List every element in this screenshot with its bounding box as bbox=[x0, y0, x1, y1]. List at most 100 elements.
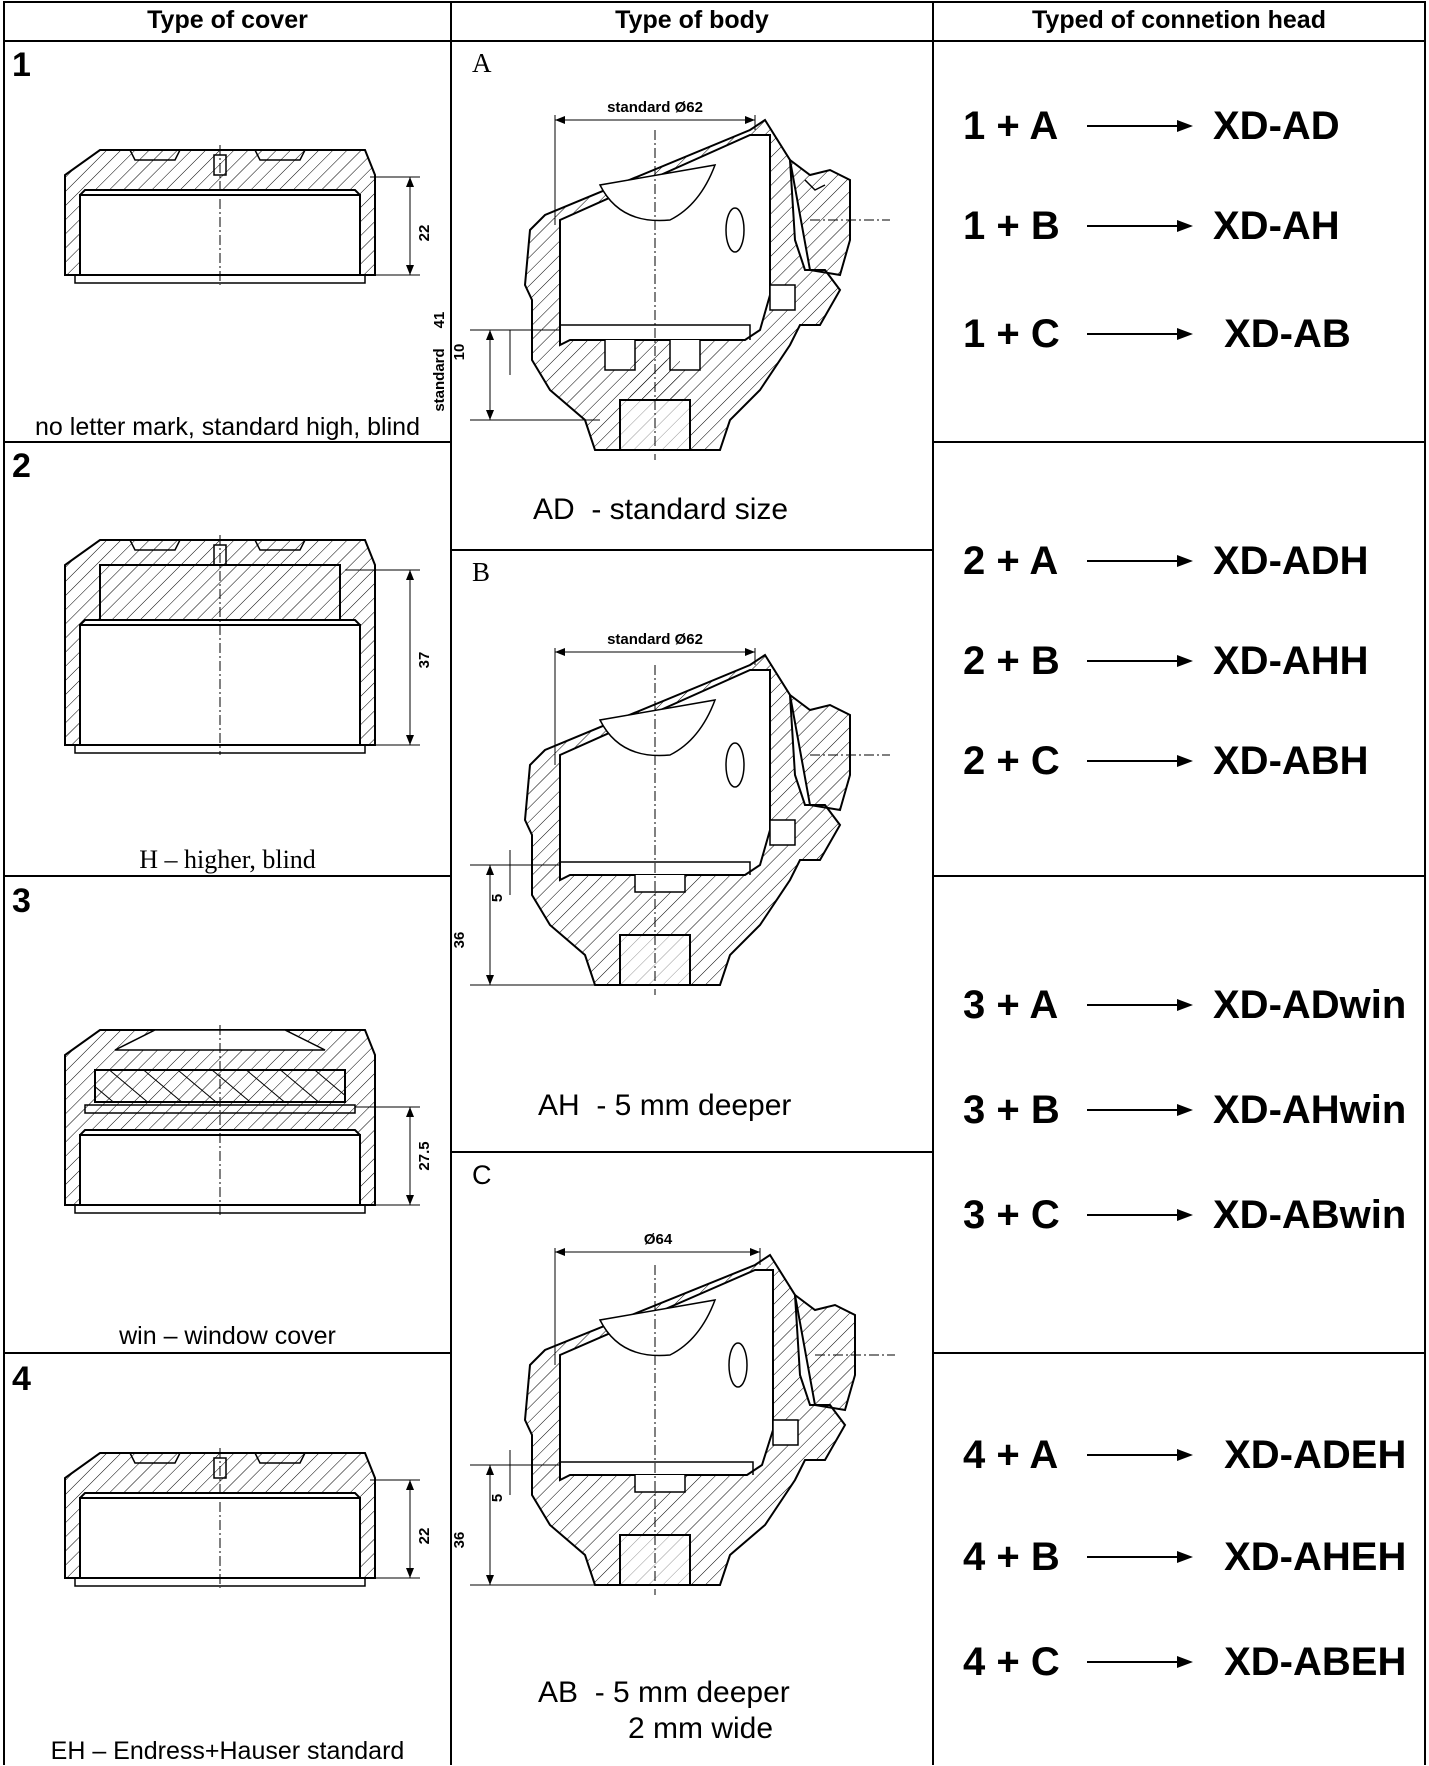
cover-number-2: 2 bbox=[12, 447, 31, 485]
connection-combo: 1 + C bbox=[963, 311, 1060, 356]
connection-code: XD-ADEH bbox=[1213, 1432, 1407, 1477]
connection-row: 4 + C XD-ABEH bbox=[963, 1637, 1406, 1687]
connection-combo: 3 + A bbox=[963, 982, 1059, 1027]
connection-code: XD-ABH bbox=[1213, 738, 1369, 783]
body-c-dim-outer: 36 bbox=[451, 1532, 468, 1549]
cover-1-height-dim: 22 bbox=[416, 225, 433, 242]
body-row-divider-1 bbox=[450, 549, 934, 551]
body-row-divider-2 bbox=[450, 1151, 934, 1153]
connection-code: XD-AHEH bbox=[1213, 1534, 1407, 1579]
cover-caption-3: win – window cover bbox=[119, 1322, 336, 1350]
arrow-right-icon bbox=[1087, 555, 1193, 567]
connection-combo: 2 + C bbox=[963, 738, 1060, 783]
body-b-diameter-label: standard Ø62 bbox=[607, 631, 703, 648]
connection-combo: 1 + B bbox=[963, 203, 1060, 248]
cover-caption-2: H – higher, blind bbox=[139, 845, 316, 874]
header-divider bbox=[3, 40, 1426, 42]
body-b-dim-inner: 5 bbox=[489, 894, 506, 902]
cover-caption-1: no letter mark, standard high, blind bbox=[35, 413, 420, 441]
connection-combo: 2 + A bbox=[963, 538, 1059, 583]
cover-number-3: 3 bbox=[12, 882, 31, 920]
connection-row-divider-1 bbox=[932, 441, 1426, 443]
body-b-dim-outer: 36 bbox=[451, 932, 468, 949]
column-divider-2 bbox=[932, 1, 934, 1765]
cover-row-divider-2 bbox=[3, 875, 452, 877]
cover-3-height-dim: 27.5 bbox=[416, 1141, 433, 1170]
arrow-right-icon bbox=[1087, 1104, 1193, 1116]
arrow-right-icon bbox=[1087, 655, 1193, 667]
connection-combo: 3 + C bbox=[963, 1192, 1060, 1237]
body-caption-a: AD - standard size bbox=[533, 493, 789, 526]
arrow-right-icon bbox=[1087, 999, 1193, 1011]
body-caption-b: AH - 5 mm deeper bbox=[538, 1089, 792, 1122]
body-a-drawing: standard Ø62 41 10 standard bbox=[431, 99, 890, 460]
connection-row: 3 + A XD-ADwin bbox=[963, 980, 1406, 1030]
cover-row-divider-3 bbox=[3, 1352, 452, 1354]
cover-4-height-dim: 22 bbox=[416, 1528, 433, 1545]
body-b-drawing: standard Ø62 36 5 bbox=[451, 631, 890, 995]
connection-code: XD-ADwin bbox=[1213, 982, 1407, 1027]
connection-combo: 4 + B bbox=[963, 1534, 1060, 1579]
connection-code: XD-ADH bbox=[1213, 538, 1369, 583]
arrow-right-icon bbox=[1087, 1449, 1193, 1461]
connection-row: 4 + B XD-AHEH bbox=[963, 1532, 1406, 1582]
connection-code: XD-AHH bbox=[1213, 638, 1369, 683]
header-type-of-body: Type of body bbox=[615, 5, 769, 34]
connection-row-divider-3 bbox=[932, 1352, 1426, 1354]
connection-code: XD-AB bbox=[1213, 311, 1351, 356]
arrow-right-icon bbox=[1087, 328, 1193, 340]
connection-row: 2 + A XD-ADH bbox=[963, 536, 1369, 586]
table-border-right bbox=[1424, 1, 1426, 1765]
arrow-right-icon bbox=[1087, 120, 1193, 132]
arrow-right-icon bbox=[1087, 755, 1193, 767]
header-connection-head: Typed of connetion head bbox=[1032, 5, 1326, 34]
body-c-drawing: Ø64 36 5 bbox=[451, 1231, 895, 1595]
connection-code: XD-AD bbox=[1213, 103, 1340, 148]
body-caption-c-line1: AB - 5 mm deeper bbox=[538, 1676, 790, 1709]
connection-row: 4 + A XD-ADEH bbox=[963, 1430, 1406, 1480]
connection-code: XD-ABwin bbox=[1213, 1192, 1407, 1237]
body-caption-c-line2: 2 mm wide bbox=[628, 1712, 774, 1745]
connection-code: XD-ABEH bbox=[1213, 1639, 1407, 1684]
cover-number-4: 4 bbox=[12, 1360, 31, 1398]
connection-row: 3 + B XD-AHwin bbox=[963, 1085, 1406, 1135]
cover-4-drawing: 22 bbox=[64, 1448, 433, 1588]
body-c-dim-inner: 5 bbox=[489, 1494, 506, 1502]
connection-combo: 4 + A bbox=[963, 1432, 1059, 1477]
connection-row: 2 + B XD-AHH bbox=[963, 636, 1369, 686]
body-letter-a: A bbox=[472, 48, 492, 78]
table-border-left bbox=[3, 1, 5, 1765]
cover-number-1: 1 bbox=[12, 46, 31, 84]
body-a-dim-standard: standard bbox=[431, 348, 448, 411]
cover-2-height-dim: 37 bbox=[416, 652, 433, 669]
body-a-dim-inner: 10 bbox=[451, 344, 468, 361]
cover-2-drawing: 37 bbox=[64, 535, 433, 755]
connection-row: 3 + C XD-ABwin bbox=[963, 1190, 1406, 1240]
connection-row: 1 + B XD-AH bbox=[963, 201, 1340, 251]
table-border-top bbox=[3, 1, 1426, 3]
cover-3-drawing: 27.5 bbox=[64, 1025, 433, 1215]
connection-combo: 3 + B bbox=[963, 1087, 1060, 1132]
arrow-right-icon bbox=[1087, 1551, 1193, 1563]
connection-combo: 4 + C bbox=[963, 1639, 1060, 1684]
arrow-right-icon bbox=[1087, 1656, 1193, 1668]
cover-row-divider-1 bbox=[3, 441, 452, 443]
header-type-of-cover: Type of cover bbox=[147, 5, 308, 34]
connection-code: XD-AH bbox=[1213, 203, 1340, 248]
connection-combo: 2 + B bbox=[963, 638, 1060, 683]
body-a-diameter-label: standard Ø62 bbox=[607, 99, 703, 116]
column-divider-1 bbox=[450, 1, 452, 1765]
connection-row: 1 + A XD-AD bbox=[963, 101, 1340, 151]
connection-code: XD-AHwin bbox=[1213, 1087, 1407, 1132]
cover-1-drawing: 22 bbox=[64, 145, 433, 285]
connection-row: 2 + C XD-ABH bbox=[963, 736, 1369, 786]
connection-row: 1 + C XD-AB bbox=[963, 309, 1351, 359]
connection-combo: 1 + A bbox=[963, 103, 1059, 148]
connection-row-divider-2 bbox=[932, 875, 1426, 877]
arrow-right-icon bbox=[1087, 220, 1193, 232]
arrow-right-icon bbox=[1087, 1209, 1193, 1221]
body-letter-b: B bbox=[472, 557, 491, 587]
body-letter-c: C bbox=[472, 1160, 492, 1190]
body-a-dim-outer: 41 bbox=[431, 312, 448, 329]
